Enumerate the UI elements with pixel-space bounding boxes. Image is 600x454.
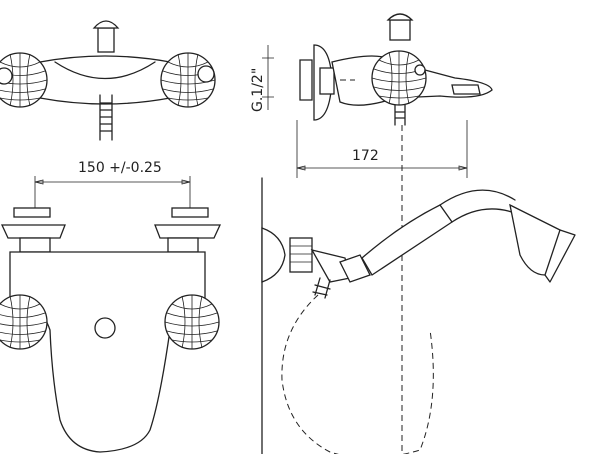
hand-shower-view	[261, 177, 576, 454]
thread-label: G.1/2"	[250, 68, 266, 112]
center-distance-dimension: 150 +/-0.25	[78, 160, 162, 176]
projection-dimension: 172	[352, 148, 379, 164]
front-view: 150 +/-0.25	[0, 160, 222, 453]
top-view	[0, 20, 216, 141]
side-view: G.1/2" 172	[250, 13, 493, 454]
